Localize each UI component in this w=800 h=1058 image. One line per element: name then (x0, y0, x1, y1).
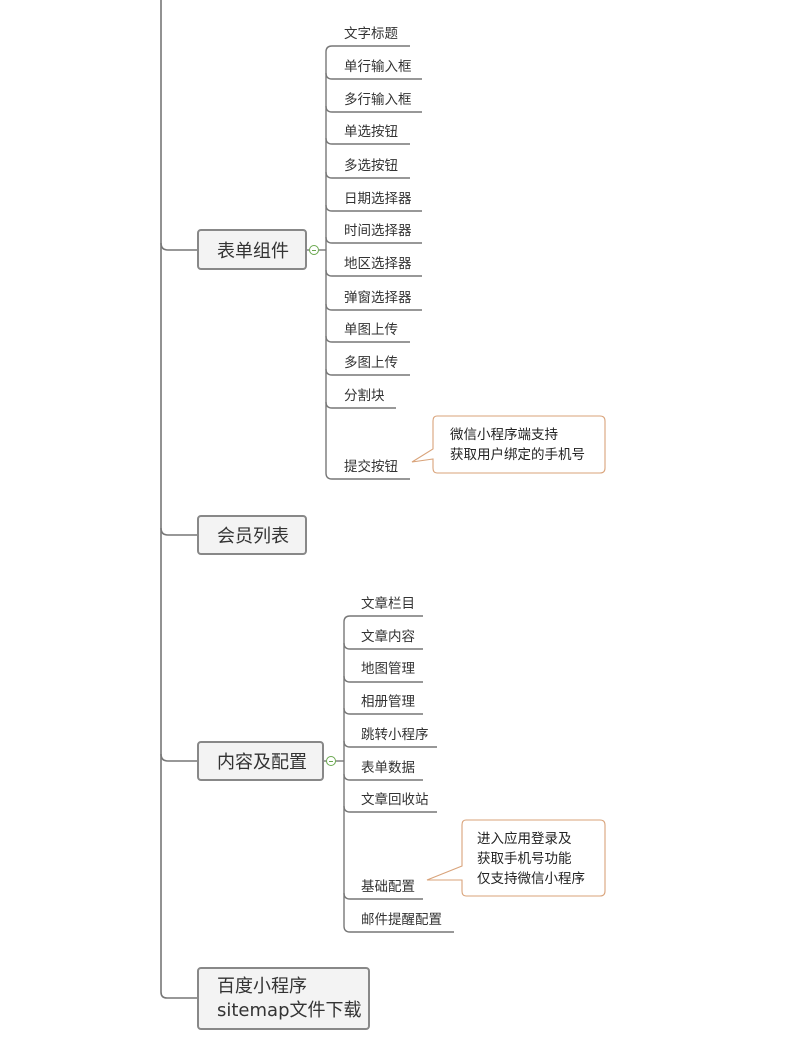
leaf-submit-button[interactable]: 提交按钮 (344, 459, 398, 475)
callout-line: 获取用户绑定的手机号 (450, 447, 585, 463)
branch-node-form-components[interactable]: 表单组件 (197, 229, 307, 270)
collapse-toggle-icon[interactable] (309, 245, 319, 255)
leaf-text-title[interactable]: 文字标题 (344, 26, 398, 42)
leaf-multi-line-input[interactable]: 多行输入框 (344, 92, 412, 108)
leaf-region-picker[interactable]: 地区选择器 (344, 256, 412, 272)
leaf-radio-button[interactable]: 单选按钮 (344, 124, 398, 140)
branch-node-member-list[interactable]: 会员列表 (197, 515, 307, 555)
branch-label: 会员列表 (217, 526, 289, 547)
callout-line: 微信小程序端支持 (450, 427, 558, 443)
leaf-single-line-input[interactable]: 单行输入框 (344, 59, 412, 75)
leaf-basic-config[interactable]: 基础配置 (361, 879, 415, 895)
leaf-article-column[interactable]: 文章栏目 (361, 596, 415, 612)
collapse-toggle-icon[interactable] (326, 756, 336, 766)
callout-line: 进入应用登录及 (477, 831, 572, 847)
leaf-popup-picker[interactable]: 弹窗选择器 (344, 290, 412, 306)
branch-label: 表单组件 (217, 240, 289, 262)
leaf-jump-mini-program[interactable]: 跳转小程序 (361, 727, 429, 743)
leaf-email-reminder-config[interactable]: 邮件提醒配置 (361, 912, 442, 928)
branch-node-baidu-sitemap[interactable]: 百度小程序 sitemap文件下载 (197, 967, 370, 1030)
branch-node-content-config[interactable]: 内容及配置 (197, 741, 324, 781)
leaf-album-management[interactable]: 相册管理 (361, 694, 415, 710)
leaf-date-picker[interactable]: 日期选择器 (344, 191, 412, 207)
branch-label: 内容及配置 (217, 752, 307, 773)
leaf-divider-block[interactable]: 分割块 (344, 388, 385, 404)
callout-line: 获取手机号功能 (477, 851, 572, 867)
leaf-map-management[interactable]: 地图管理 (361, 661, 415, 677)
branch-label-line-1: 百度小程序 (217, 975, 307, 997)
leaf-single-image-upload[interactable]: 单图上传 (344, 322, 398, 338)
leaf-multi-image-upload[interactable]: 多图上传 (344, 355, 398, 371)
leaf-checkbox[interactable]: 多选按钮 (344, 158, 398, 174)
callout-line: 仅支持微信小程序 (477, 871, 585, 887)
leaf-form-data[interactable]: 表单数据 (361, 760, 415, 776)
leaf-time-picker[interactable]: 时间选择器 (344, 223, 412, 239)
branch-label-line-2: sitemap文件下载 (217, 999, 362, 1021)
leaf-article-recycle-bin[interactable]: 文章回收站 (361, 792, 429, 808)
leaf-article-content[interactable]: 文章内容 (361, 629, 415, 645)
